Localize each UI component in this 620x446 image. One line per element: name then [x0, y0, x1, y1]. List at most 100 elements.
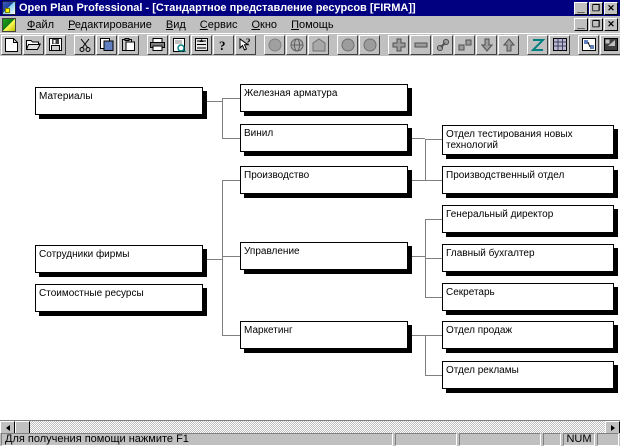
sort-icon[interactable]	[191, 34, 212, 55]
diagram-connector	[408, 256, 425, 257]
minimize-icon: _	[577, 15, 585, 30]
filled-circle-b-icon[interactable]	[359, 34, 380, 55]
diagram-node-otdel-prodazh[interactable]: Отдел продаж	[442, 321, 614, 349]
document-window-icon[interactable]	[2, 17, 16, 32]
close-button[interactable]: ✕	[604, 1, 618, 15]
diagram-node-label: Производственный отдел	[446, 170, 565, 181]
mdi-minimize-button[interactable]: _	[574, 15, 588, 31]
move-down-arrow-icon[interactable]	[476, 34, 497, 55]
diagram-connector	[425, 258, 442, 259]
context-help-arrow-icon[interactable]: ?	[235, 34, 256, 55]
zigzag-icon[interactable]	[527, 34, 548, 55]
diagram-node-label: Железная арматура	[244, 88, 338, 99]
diagram-node-armatura[interactable]: Железная арматура	[240, 84, 408, 112]
diagram-node-proizvodstvo[interactable]: Производство	[240, 166, 408, 194]
cut-scissors-icon[interactable]	[74, 34, 95, 55]
diagram-node-label: Генеральный директор	[446, 209, 554, 220]
open-folder-icon[interactable]	[23, 34, 44, 55]
status-panel-a	[395, 433, 457, 446]
link-icon[interactable]	[432, 34, 453, 55]
status-message: Для получения помощи нажмите F1	[1, 433, 393, 446]
diagram-node-otdel-reklamy[interactable]: Отдел рекламы	[442, 361, 614, 389]
add-plus-icon[interactable]	[388, 34, 409, 55]
copy-icon[interactable]	[96, 34, 117, 55]
restore-icon: ❐	[591, 19, 601, 29]
save-disk-icon[interactable]	[45, 34, 66, 55]
menu-item-window[interactable]: Окно	[251, 18, 278, 31]
filled-circle-a-icon[interactable]	[337, 34, 358, 55]
diagram-node-gen-director[interactable]: Генеральный директор	[442, 205, 614, 233]
status-num-indicator: NUM	[563, 433, 595, 446]
diagram-connector	[203, 101, 222, 102]
arrow-left-icon	[5, 425, 10, 431]
diagram-node-proizv-otdel[interactable]: Производственный отдел	[442, 166, 614, 194]
diagram-connector	[425, 219, 442, 220]
diagram-node-label: Материалы	[39, 91, 93, 102]
mdi-restore-button[interactable]: ❐	[589, 18, 603, 31]
diagram-node-stoim-resursy[interactable]: Стоимостные ресурсы	[35, 284, 203, 312]
paste-icon[interactable]	[118, 34, 139, 55]
diagram-node-label: Секретарь	[446, 287, 495, 298]
diagram-connector	[425, 335, 426, 375]
mdi-child-controls: _ ❐ ✕	[574, 15, 618, 31]
diagram-node-label: Стоимостные ресурсы	[39, 288, 144, 299]
menu-item-service[interactable]: Сервис	[199, 18, 238, 31]
window-controls: _ ❐ ✕	[574, 0, 618, 15]
menu-item-file-rest: айл	[35, 18, 55, 31]
openplan-app-icon	[2, 1, 16, 15]
new-icon[interactable]	[1, 34, 22, 55]
diagram-node-upravlenie[interactable]: Управление	[240, 242, 408, 270]
diagram-connector	[222, 180, 240, 181]
diagram-node-label: Маркетинг	[244, 325, 293, 336]
step-icon[interactable]	[454, 34, 475, 55]
fit-window-icon[interactable]	[600, 34, 620, 55]
diagram-node-sotrudniki[interactable]: Сотрудники фирмы	[35, 245, 203, 273]
toolbar: ? ?	[0, 33, 620, 57]
window-title: Open Plan Professional - [Стандартное пр…	[19, 1, 416, 14]
help-question-icon[interactable]: ?	[213, 34, 234, 55]
menu-item-edit[interactable]: Редактирование	[68, 18, 152, 31]
diagram-node-label: Винил	[244, 128, 274, 139]
move-up-arrow-icon[interactable]	[498, 34, 519, 55]
resource-circle-icon[interactable]	[264, 34, 285, 55]
restore-button[interactable]: ❐	[589, 1, 603, 15]
diagram-node-materialy[interactable]: Материалы	[35, 87, 203, 115]
diagram-node-gl-buhgalter[interactable]: Главный бухгалтер	[442, 244, 614, 272]
diagram-node-label: Отдел тестирования новых технологий	[446, 129, 573, 151]
horizontal-scrollbar[interactable]	[0, 420, 620, 435]
menu-item-view[interactable]: Вид	[165, 18, 186, 31]
mdi-close-button[interactable]: ✕	[604, 18, 618, 31]
diagram-connector	[425, 180, 442, 181]
resource-globe-icon[interactable]	[286, 34, 307, 55]
menu-item-help[interactable]: Помощь	[291, 18, 334, 31]
grid-table-icon[interactable]	[549, 34, 570, 55]
diagram-node-vinil[interactable]: Винил	[240, 124, 408, 152]
diagram-connector	[222, 335, 240, 336]
remove-minus-icon[interactable]	[410, 34, 431, 55]
diagram-connector	[425, 375, 442, 376]
resource-shape-icon[interactable]	[308, 34, 329, 55]
diagram-connector	[425, 139, 426, 180]
diagram-connector	[203, 259, 222, 260]
menu-item-file[interactable]: Файл	[27, 18, 55, 31]
diagram-node-sekretar[interactable]: Секретарь	[442, 283, 614, 311]
svg-text:?: ?	[219, 38, 226, 52]
layout-icon[interactable]	[578, 34, 599, 55]
menu-item-help-rest: омощь	[298, 18, 334, 31]
scrollbar-track[interactable]	[30, 421, 605, 435]
print-icon[interactable]	[147, 34, 168, 55]
diagram-connector	[408, 335, 425, 336]
status-panel-b	[459, 433, 541, 446]
print-preview-icon[interactable]	[169, 34, 190, 55]
title-bar: Open Plan Professional - [Стандартное пр…	[0, 0, 620, 16]
diagram-node-label: Сотрудники фирмы	[39, 249, 130, 260]
minimize-button[interactable]: _	[574, 0, 588, 15]
menu-item-window-rest: кно	[260, 18, 278, 31]
diagram-node-marketing[interactable]: Маркетинг	[240, 321, 408, 349]
diagram-connector	[425, 335, 442, 336]
minimize-icon: _	[577, 0, 585, 14]
diagram-node-otdel-test[interactable]: Отдел тестирования новых технологий	[442, 125, 614, 155]
menu-item-edit-rest: едактирование	[74, 18, 152, 31]
